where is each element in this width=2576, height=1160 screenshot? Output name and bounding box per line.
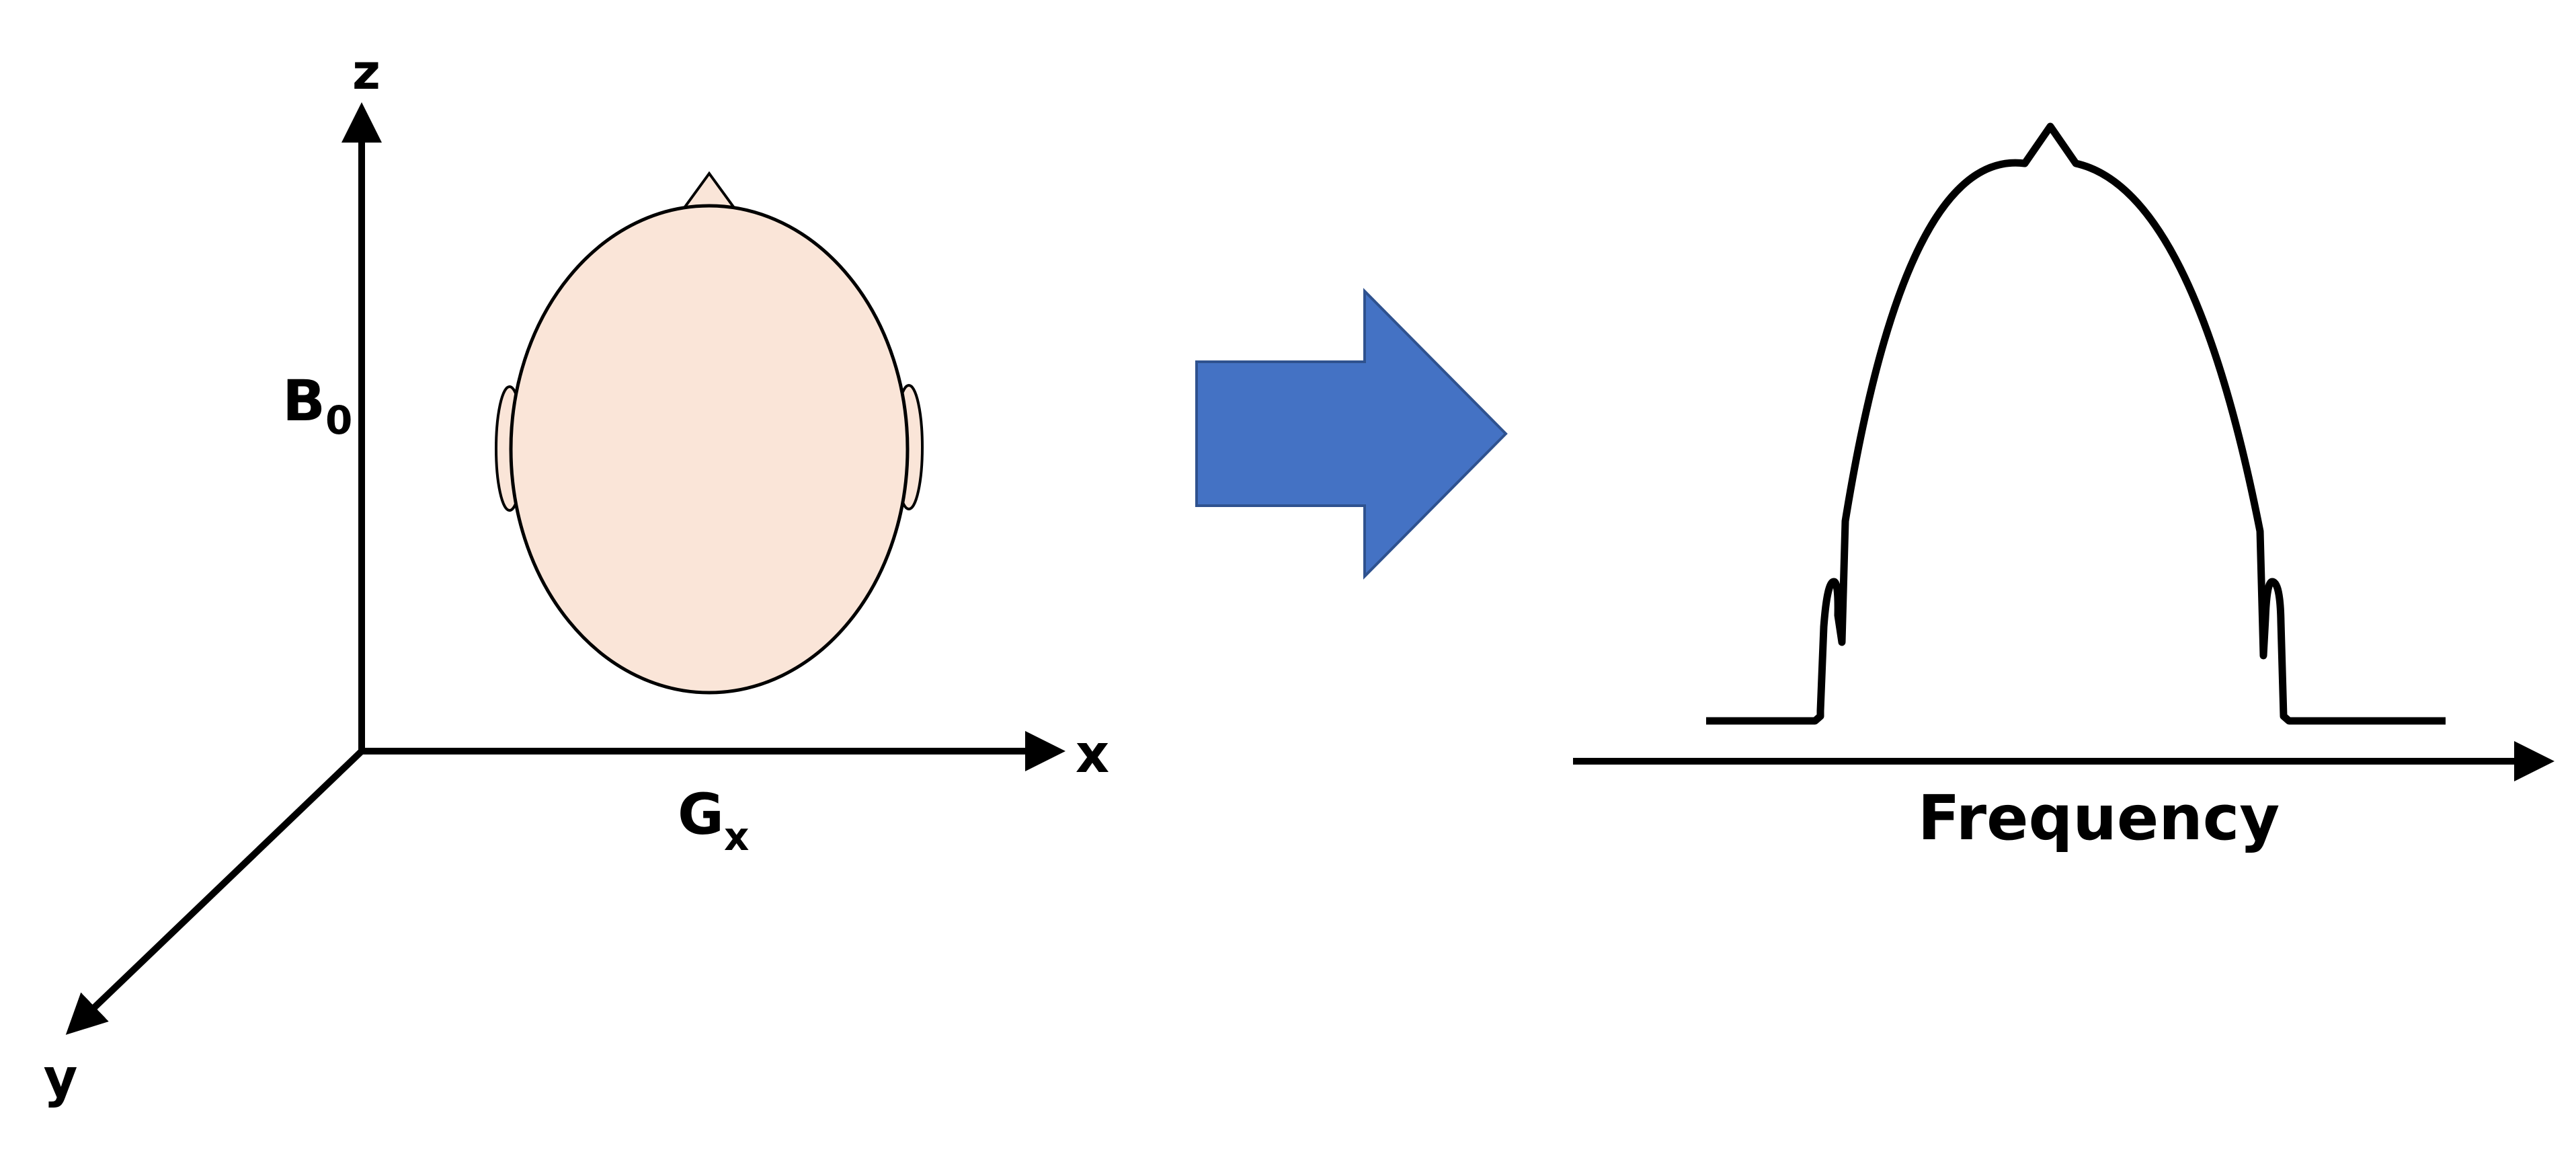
y-axis	[65, 748, 364, 1035]
z-axis-label: z	[352, 44, 380, 100]
gx-main: G	[678, 781, 724, 847]
x-axis-label: x	[1076, 724, 1109, 785]
b0-main: B	[282, 368, 325, 434]
coordinate-axes	[65, 102, 1065, 1035]
spectrum-curve	[1706, 122, 2446, 725]
y-axis-label: y	[44, 1048, 78, 1109]
gx-subscript: x	[724, 814, 749, 859]
head-shape	[509, 204, 910, 695]
spectrum-plot	[1573, 122, 2554, 781]
b0-label: B0	[282, 368, 352, 443]
b0-subscript: 0	[325, 397, 352, 443]
frequency-axis-label: Frequency	[1918, 782, 2280, 854]
head-illustration	[495, 171, 924, 695]
block-arrow	[1195, 288, 1508, 580]
gx-label: Gx	[678, 781, 749, 859]
